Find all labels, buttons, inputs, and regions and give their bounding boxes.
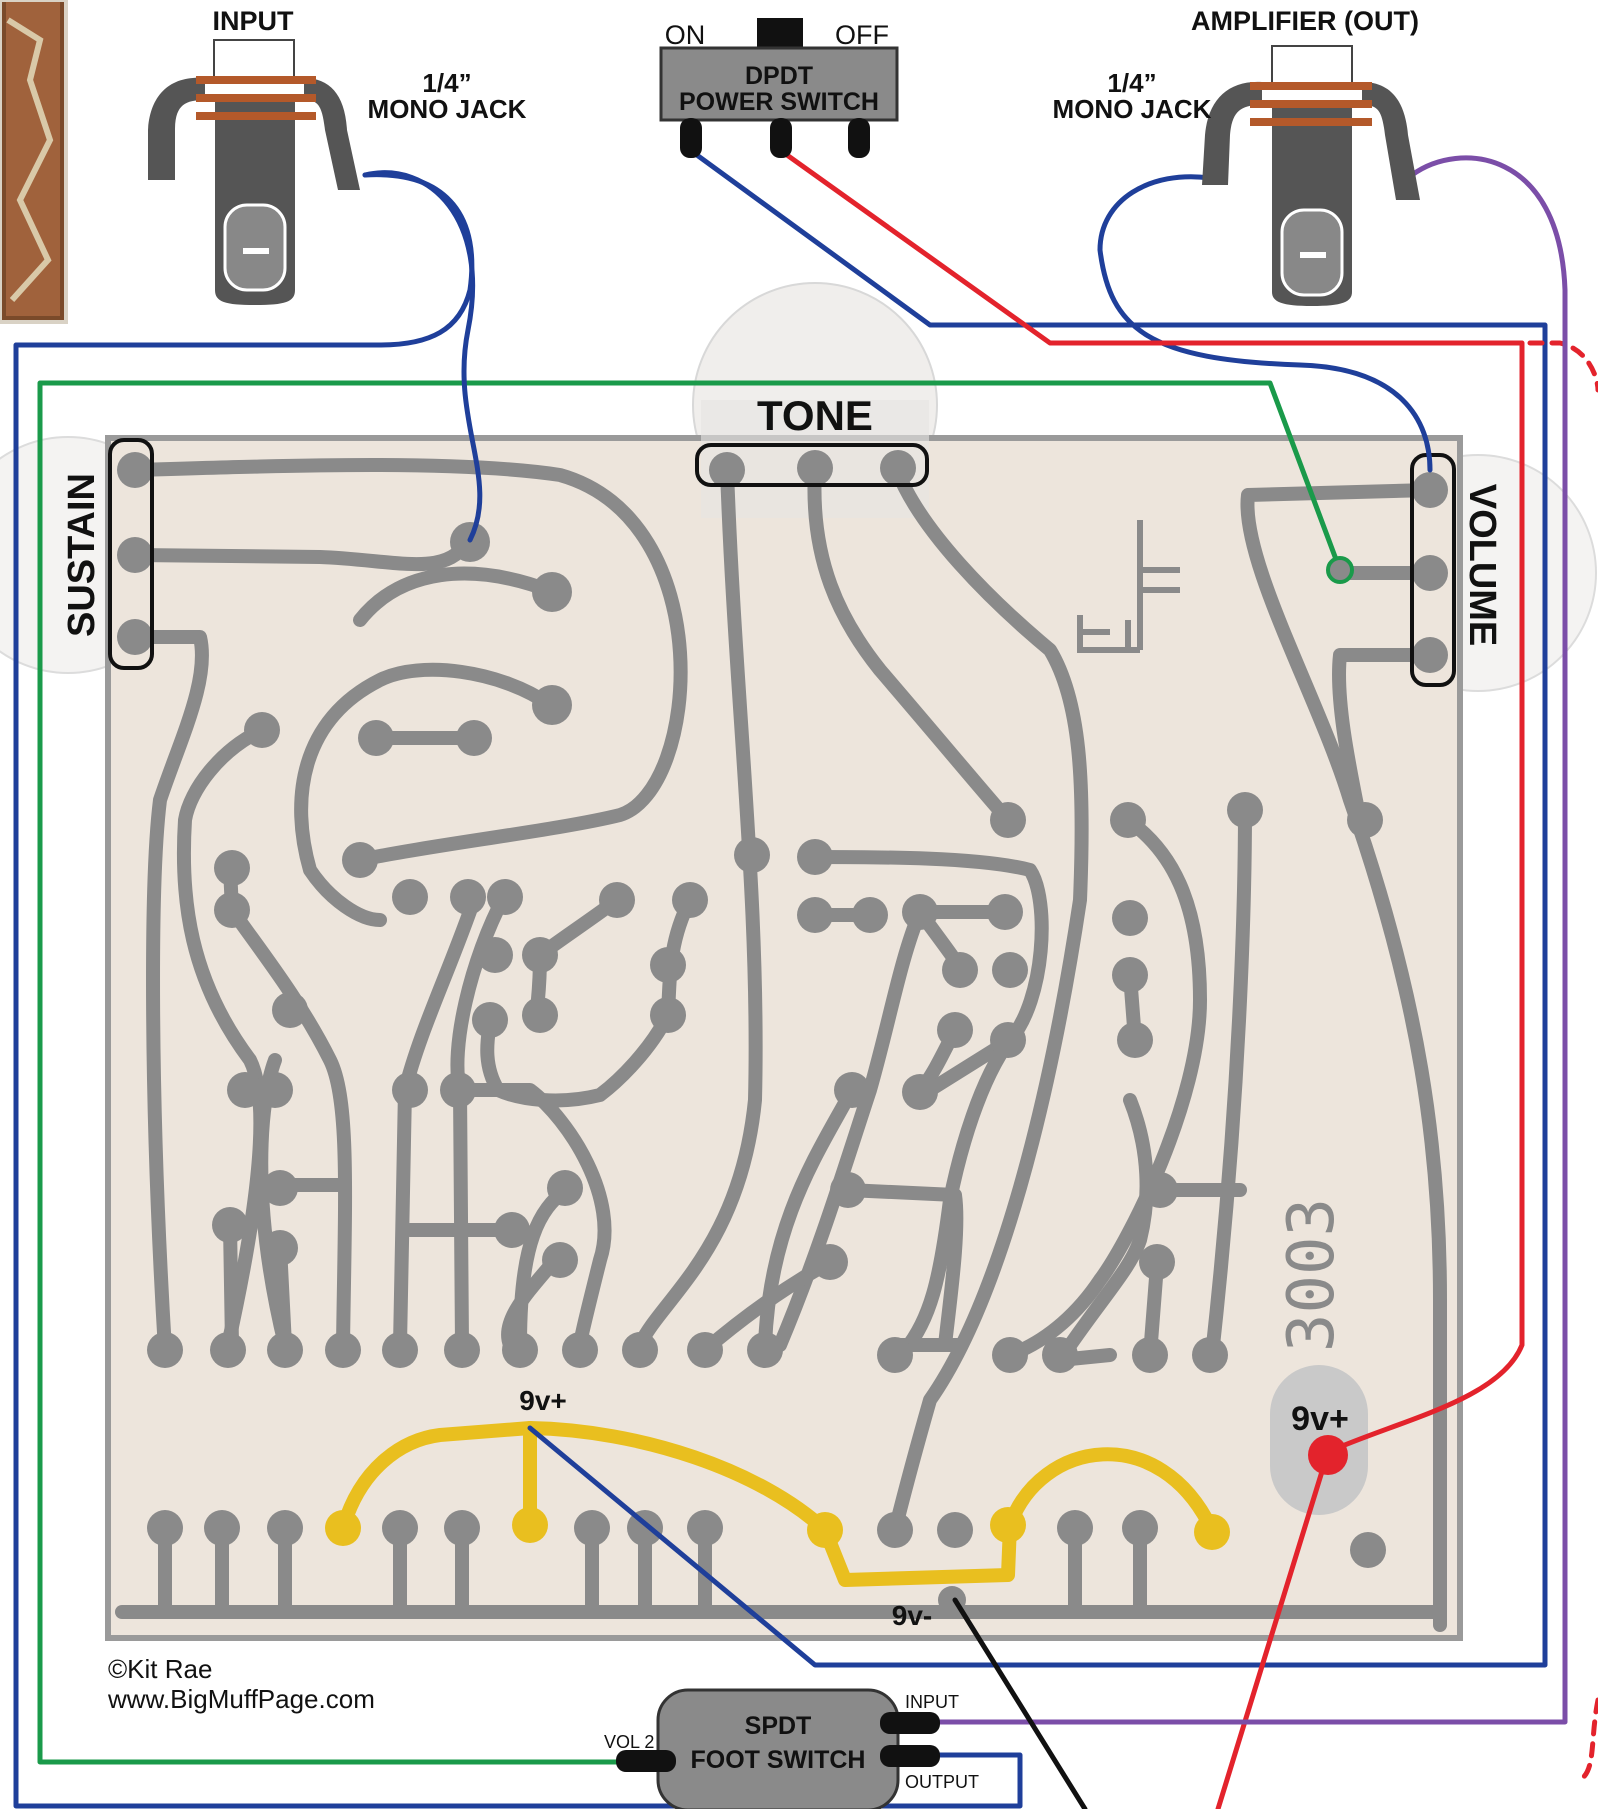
amp-jack-type-label: MONO JACK [1053, 94, 1212, 124]
tone-pot-lugs [695, 443, 929, 487]
power-off-label: OFF [835, 20, 889, 50]
amp-jack [1202, 45, 1420, 306]
power-pad-9v-plus-label: 9v+ [1291, 1400, 1349, 1438]
pcb-photo-fragment [0, 0, 68, 324]
purple-wire-output [902, 155, 1568, 1725]
credit-text: ©Kit Rae [108, 1654, 212, 1684]
nine-v-minus-label: 9v- [892, 1600, 932, 1631]
blue-wire-ground-loop [13, 172, 1023, 1809]
sustain-label: SUSTAIN [61, 473, 103, 637]
website-text: www.BigMuffPage.com [107, 1684, 375, 1714]
pcb-pads [117, 450, 1448, 1614]
foot-switch-vol2-label: VOL 2 [604, 1732, 654, 1752]
input-jack-type-label: MONO JACK [368, 94, 527, 124]
red-wire-battery [1215, 1449, 1331, 1809]
volume-label: VOLUME [1461, 484, 1503, 647]
capacitor-symbol [1077, 520, 1180, 653]
tone-label: TONE [757, 392, 873, 439]
black-wire-ground [952, 1597, 1088, 1809]
power-switch-label-1: DPDT [745, 62, 813, 90]
foot-switch-input-label: INPUT [905, 1692, 959, 1712]
spdt-foot-switch [616, 1688, 940, 1809]
input-jack-size-label: 1/4” [422, 68, 471, 98]
power-on-label: ON [665, 20, 706, 50]
input-label: INPUT [213, 6, 295, 36]
board-9v-plus-label: 9v+ [519, 1385, 567, 1416]
foot-switch-output-label: OUTPUT [905, 1772, 979, 1792]
volume-pot-lugs [1410, 453, 1456, 687]
foot-switch-label-2: FOOT SWITCH [691, 1746, 866, 1774]
dpdt-power-switch [659, 18, 899, 158]
green-wire [37, 380, 1343, 1765]
red-wire-dashed-lower [1577, 1697, 1598, 1783]
sustain-pot-lugs [108, 438, 154, 670]
board-number: 3003 [1275, 1198, 1349, 1352]
foot-switch-label-1: SPDT [745, 1712, 812, 1740]
amp-out-label: AMPLIFIER (OUT) [1191, 6, 1419, 36]
red-wire-power-switch [777, 147, 1525, 1455]
amp-jack-size-label: 1/4” [1107, 68, 1156, 98]
input-jack [148, 39, 360, 305]
power-switch-label-2: POWER SWITCH [679, 88, 879, 116]
volume-green-pad [1326, 556, 1354, 584]
power-pad-solder [1308, 1435, 1348, 1475]
blue-wire-power-ground [527, 147, 1548, 1668]
yellow-pads [325, 1507, 1230, 1550]
